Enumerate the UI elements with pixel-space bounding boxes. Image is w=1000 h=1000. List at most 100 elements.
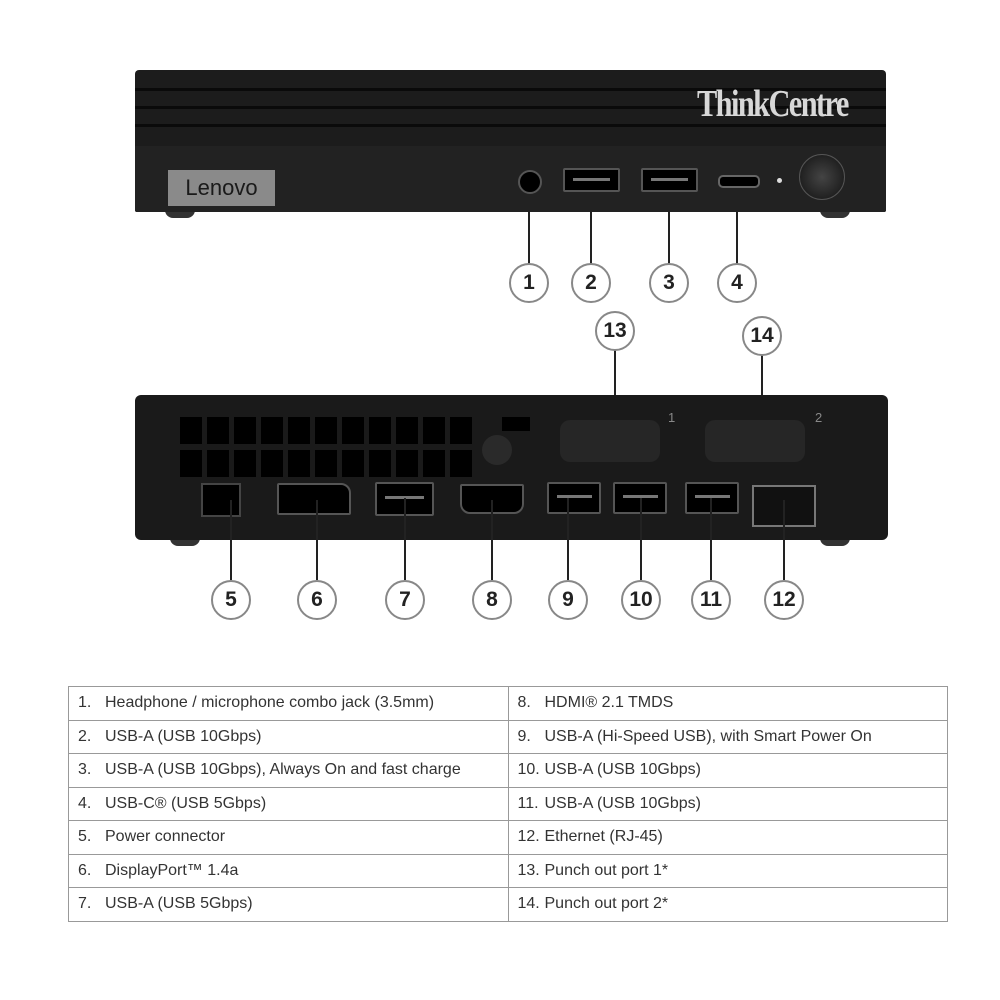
callout-4: 4 <box>717 263 757 303</box>
security-lock-slot <box>502 417 530 431</box>
leader-line <box>316 500 318 580</box>
vent-slot <box>234 450 256 477</box>
item-number: 14. <box>517 895 540 913</box>
item-label: Punch out port 2* <box>544 895 669 913</box>
power-connector <box>201 483 241 517</box>
callout-11: 11 <box>691 580 731 620</box>
item-number: 1. <box>78 694 92 712</box>
usb-a-port <box>547 482 601 514</box>
item-number: 4. <box>78 794 92 812</box>
item-label: HDMI® 2.1 TMDS <box>544 694 674 712</box>
leader-line <box>567 498 569 580</box>
item-number: 12. <box>517 828 540 846</box>
item-label: Power connector <box>105 828 226 846</box>
lenovo-badge: Lenovo <box>168 170 275 206</box>
usb-a-port <box>641 168 698 192</box>
leader-line <box>640 498 642 580</box>
vent-slot <box>396 417 418 444</box>
front-view: Lenovo ThinkCentre <box>135 70 886 212</box>
leader-line <box>668 180 670 265</box>
item-number: 2. <box>78 727 92 745</box>
foot <box>820 538 850 546</box>
callout-10: 10 <box>621 580 661 620</box>
vent-slot <box>315 450 337 477</box>
table-cell: 8. HDMI® 2.1 TMDS <box>507 686 948 721</box>
item-number: 10. <box>517 761 540 779</box>
table-row: 2. USB-A (USB 10Gbps) 9. USB-A (Hi-Speed US… <box>68 719 948 754</box>
punch-out-port-2 <box>705 420 805 462</box>
vent-slot <box>288 450 310 477</box>
leader-line <box>710 498 712 580</box>
item-label: USB-A (USB 10Gbps) <box>544 761 702 779</box>
power-led <box>777 178 782 183</box>
punch-out-label: 2 <box>815 410 823 425</box>
callout-7: 7 <box>385 580 425 620</box>
item-number: 7. <box>78 895 92 913</box>
table-cell: 10.USB-A (USB 10Gbps) <box>507 753 948 788</box>
callout-5: 5 <box>211 580 251 620</box>
item-number: 11. <box>517 794 539 812</box>
leader-line <box>404 498 406 580</box>
vent-slot <box>261 417 283 444</box>
callout-9: 9 <box>548 580 588 620</box>
callout-3: 3 <box>649 263 689 303</box>
item-number: 9. <box>517 727 531 745</box>
table-row: 1. Headphone / microphone combo jack (3.5… <box>68 686 948 721</box>
callout-14: 14 <box>742 316 782 356</box>
item-label: Ethernet (RJ-45) <box>544 828 663 846</box>
vent-slot <box>180 450 202 477</box>
item-label: Headphone / microphone combo jack (3.5mm… <box>105 694 435 712</box>
table-cell: 14.Punch out port 2* <box>507 887 948 922</box>
item-number: 3. <box>78 761 92 779</box>
vent-slot <box>396 450 418 477</box>
table-cell: 3. USB-A (USB 10Gbps), Always On and fast… <box>68 753 509 788</box>
vent-slot <box>342 450 364 477</box>
usb-a-port <box>563 168 620 192</box>
item-label: USB-A (USB 10Gbps), Always On and fast c… <box>105 761 461 779</box>
item-label: Punch out port 1* <box>544 861 669 879</box>
thinkcentre-logo: ThinkCentre <box>697 83 849 125</box>
vent-slot <box>423 417 445 444</box>
table-cell: 6.DisplayPort™ 1.4a <box>68 853 509 888</box>
table-row: 5. Power connector 12.Ethernet (RJ-45) <box>68 820 948 855</box>
foot <box>820 210 850 218</box>
back-view: 1 2 <box>135 395 888 540</box>
item-number: 8. <box>517 694 531 712</box>
leader-line <box>528 185 530 265</box>
item-label: USB-A (Hi-Speed USB), with Smart Power O… <box>544 727 872 745</box>
item-label: USB-C® (USB 5Gbps) <box>105 794 267 812</box>
table-cell: 9. USB-A (Hi-Speed USB), with Smart Power… <box>507 719 948 754</box>
table-row: 3. USB-A (USB 10Gbps), Always On and fast… <box>68 753 948 788</box>
table-cell: 2. USB-A (USB 10Gbps) <box>68 719 509 754</box>
callout-8: 8 <box>472 580 512 620</box>
displayport <box>277 483 351 515</box>
item-label: USB-A (USB 10Gbps) <box>544 794 702 812</box>
table-cell: 13.Punch out port 1* <box>507 853 948 888</box>
vent-slot <box>369 450 391 477</box>
punch-out-port-1 <box>560 420 660 462</box>
usb-c-port <box>718 175 760 188</box>
table-cell: 12.Ethernet (RJ-45) <box>507 820 948 855</box>
vent-slot <box>288 417 310 444</box>
item-number: 6. <box>78 861 92 879</box>
table-cell: 4. USB-C® (USB 5Gbps) <box>68 786 509 821</box>
vent-slot <box>261 450 283 477</box>
item-label: USB-A (USB 10Gbps) <box>105 727 262 745</box>
table-cell: 7.USB-A (USB 5Gbps) <box>68 887 509 922</box>
table-cell: 11. USB-A (USB 10Gbps) <box>507 786 948 821</box>
foot <box>170 538 200 546</box>
vent-slot <box>234 417 256 444</box>
callout-1: 1 <box>509 263 549 303</box>
vent-slot <box>342 417 364 444</box>
vent-slot <box>450 450 472 477</box>
leader-line <box>783 500 785 580</box>
audio-jack <box>518 170 542 194</box>
table-row: 7.USB-A (USB 5Gbps)14.Punch out port 2* <box>68 887 948 922</box>
vent-slot <box>180 417 202 444</box>
table-cell: 1. Headphone / microphone combo jack (3.5… <box>68 686 509 721</box>
item-number: 5. <box>78 828 92 846</box>
usb-a-port <box>685 482 739 514</box>
vent-slot <box>315 417 337 444</box>
vent-slot <box>423 450 445 477</box>
